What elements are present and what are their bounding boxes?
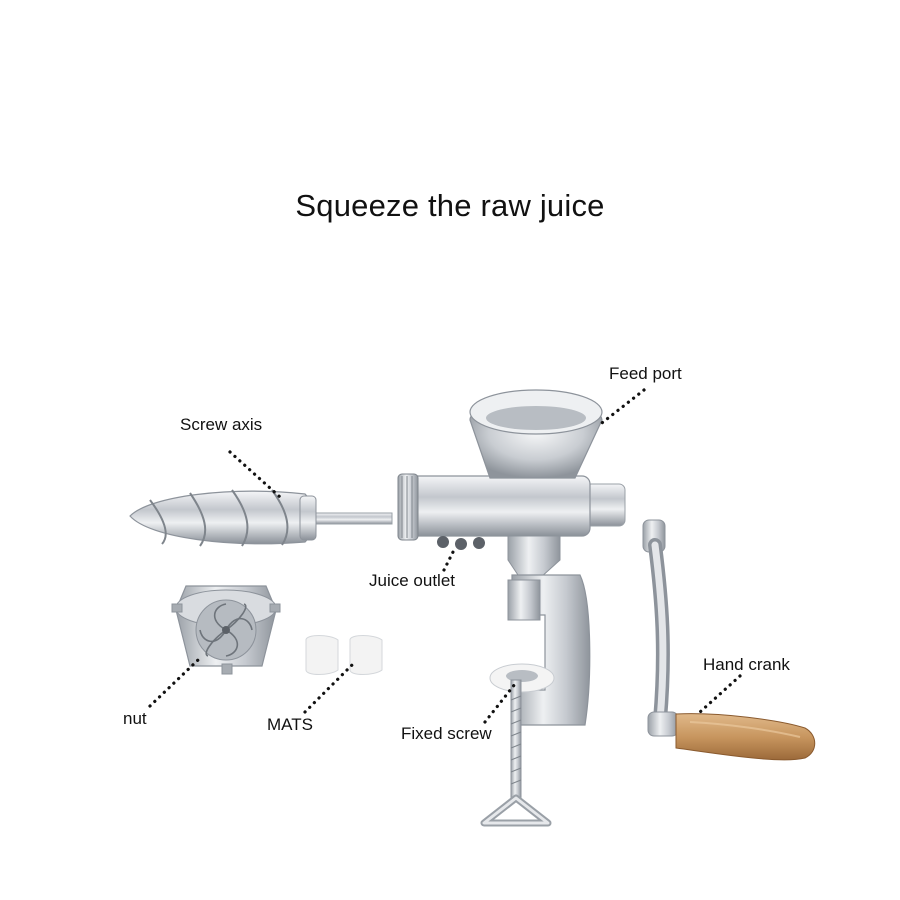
juice-outlet-leader bbox=[442, 550, 455, 572]
hand-crank-part bbox=[642, 519, 816, 761]
fixed-screw-leader bbox=[483, 682, 517, 724]
juicer-body-part bbox=[397, 389, 626, 579]
mats-part bbox=[305, 635, 383, 675]
nut-label: nut bbox=[123, 709, 147, 728]
mats-label: MATS bbox=[267, 715, 313, 734]
screw-axis-label: Screw axis bbox=[180, 415, 263, 434]
page-title: Squeeze the raw juice bbox=[295, 188, 605, 223]
nut-part bbox=[171, 585, 281, 675]
feed-port-leader bbox=[596, 388, 646, 428]
mats-leader bbox=[303, 663, 354, 714]
juice-outlet-label: Juice outlet bbox=[369, 571, 455, 590]
screw-axis-leader bbox=[228, 450, 282, 499]
feed-port-label: Feed port bbox=[609, 364, 682, 383]
clamp-part bbox=[480, 574, 591, 827]
hand-crank-label: Hand crank bbox=[703, 655, 790, 674]
hand-crank-leader bbox=[698, 674, 742, 714]
nut-leader bbox=[148, 658, 200, 708]
screw-axis-part bbox=[129, 489, 393, 547]
fixed-screw-label: Fixed screw bbox=[401, 724, 492, 743]
